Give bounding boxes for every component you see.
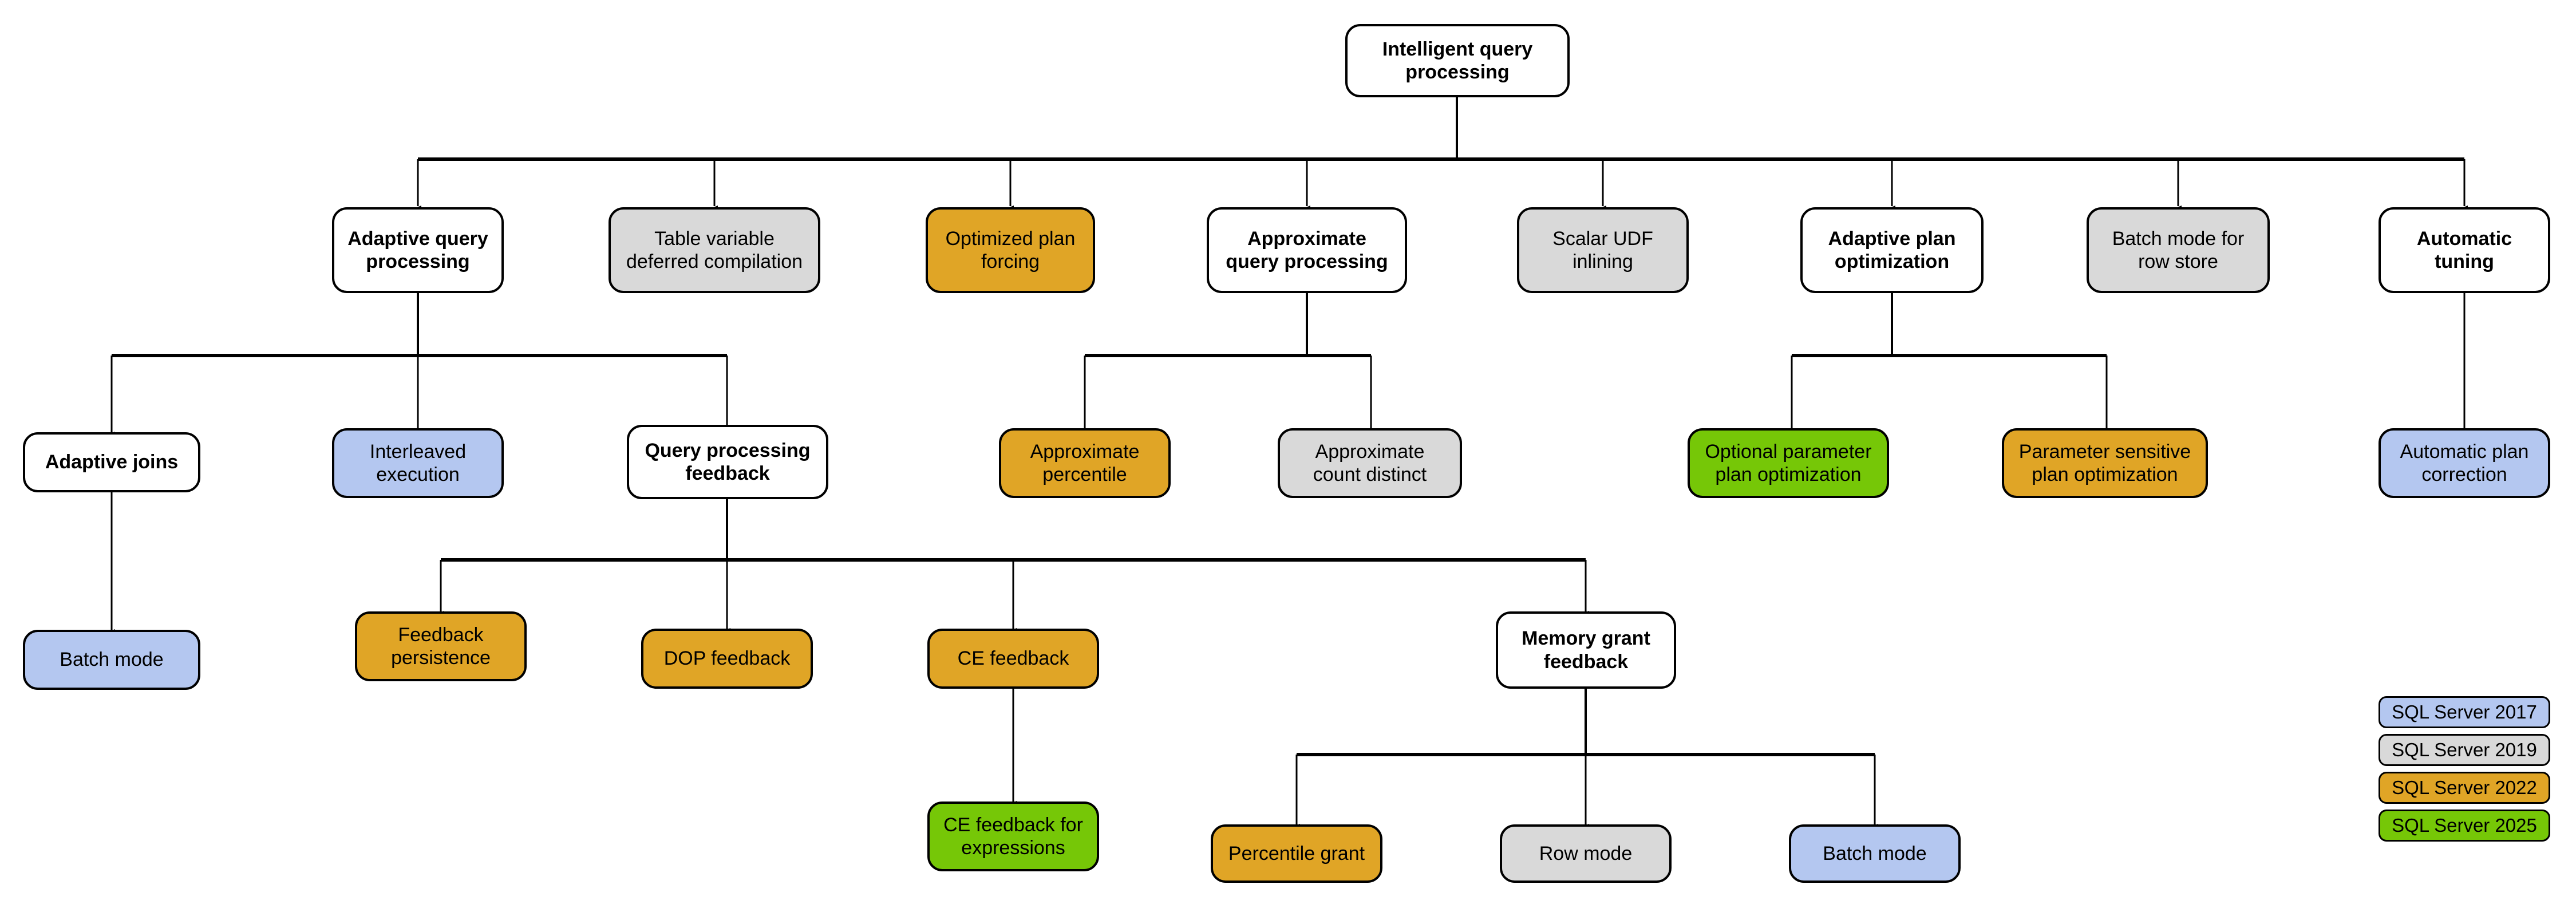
- node-label: Automatic tuning: [2416, 227, 2512, 273]
- node-adaptive-joins[interactable]: Adaptive joins: [23, 432, 200, 492]
- node-intelligent-query-processing[interactable]: Intelligent query processing: [1345, 24, 1570, 97]
- node-label: Interleaved execution: [369, 440, 467, 485]
- node-label: Automatic plan correction: [2400, 440, 2529, 485]
- node-label: Query processing feedback: [645, 439, 811, 484]
- legend-label: SQL Server 2022: [2392, 776, 2537, 798]
- node-ce-feedback-for-expressions[interactable]: CE feedback for expressions: [927, 802, 1099, 871]
- node-query-processing-feedback[interactable]: Query processing feedback: [627, 425, 828, 499]
- node-label: Batch mode: [60, 649, 164, 671]
- node-optimized-plan-forcing[interactable]: Optimized plan forcing: [926, 207, 1095, 293]
- node-batch-mode-memory-grant[interactable]: Batch mode: [1789, 824, 1961, 883]
- node-parameter-sensitive-plan-optimization[interactable]: Parameter sensitive plan optimization: [2002, 428, 2208, 498]
- node-label: Adaptive query processing: [347, 227, 488, 273]
- node-row-mode[interactable]: Row mode: [1500, 824, 1672, 883]
- node-feedback-persistence[interactable]: Feedback persistence: [355, 611, 527, 681]
- node-label: Optional parameter plan optimization: [1705, 440, 1872, 485]
- legend-label: SQL Server 2019: [2392, 739, 2537, 760]
- node-adaptive-query-processing[interactable]: Adaptive query processing: [332, 207, 504, 293]
- node-table-variable-deferred-compilation[interactable]: Table variable deferred compilation: [609, 207, 820, 293]
- legend-label: SQL Server 2025: [2392, 814, 2537, 836]
- node-label: Batch mode: [1823, 842, 1927, 864]
- node-percentile-grant[interactable]: Percentile grant: [1211, 824, 1382, 883]
- legend: SQL Server 2017 SQL Server 2019 SQL Serv…: [2379, 696, 2550, 842]
- node-automatic-tuning[interactable]: Automatic tuning: [2379, 207, 2550, 293]
- node-approximate-percentile[interactable]: Approximate percentile: [999, 428, 1171, 498]
- node-label: Row mode: [1539, 842, 1633, 864]
- node-automatic-plan-correction[interactable]: Automatic plan correction: [2379, 428, 2550, 498]
- node-label: Intelligent query processing: [1382, 38, 1533, 83]
- node-memory-grant-feedback[interactable]: Memory grant feedback: [1496, 611, 1676, 689]
- node-label: Adaptive joins: [45, 451, 179, 473]
- node-dop-feedback[interactable]: DOP feedback: [641, 629, 813, 689]
- legend-item-sql-server-2025: SQL Server 2025: [2379, 810, 2550, 842]
- node-label: DOP feedback: [663, 647, 791, 670]
- node-adaptive-plan-optimization[interactable]: Adaptive plan optimization: [1800, 207, 1984, 293]
- node-label: Percentile grant: [1228, 842, 1365, 864]
- legend-item-sql-server-2017: SQL Server 2017: [2379, 696, 2550, 728]
- legend-item-sql-server-2019: SQL Server 2019: [2379, 734, 2550, 766]
- node-label: Optimized plan forcing: [945, 227, 1076, 273]
- node-label: Adaptive plan optimization: [1828, 227, 1956, 273]
- node-label: Feedback persistence: [391, 623, 491, 669]
- node-label: CE feedback: [957, 647, 1069, 670]
- node-label: Parameter sensitive plan optimization: [2018, 440, 2191, 485]
- node-label: Approximate query processing: [1226, 227, 1388, 273]
- node-batch-mode[interactable]: Batch mode: [23, 630, 200, 690]
- node-label: Scalar UDF inlining: [1552, 227, 1653, 273]
- node-optional-parameter-plan-optimization[interactable]: Optional parameter plan optimization: [1688, 428, 1889, 498]
- legend-label: SQL Server 2017: [2392, 701, 2537, 722]
- node-ce-feedback[interactable]: CE feedback: [927, 629, 1099, 689]
- node-label: Table variable deferred compilation: [626, 227, 803, 273]
- node-label: Memory grant feedback: [1522, 627, 1650, 673]
- node-label: CE feedback for expressions: [943, 814, 1083, 859]
- node-label: Batch mode for row store: [2112, 227, 2245, 273]
- node-scalar-udf-inlining[interactable]: Scalar UDF inlining: [1517, 207, 1689, 293]
- node-approximate-count-distinct[interactable]: Approximate count distinct: [1278, 428, 1462, 498]
- node-label: Approximate percentile: [1030, 440, 1140, 485]
- node-batch-mode-for-row-store[interactable]: Batch mode for row store: [2087, 207, 2270, 293]
- node-approximate-query-processing[interactable]: Approximate query processing: [1207, 207, 1407, 293]
- node-interleaved-execution[interactable]: Interleaved execution: [332, 428, 504, 498]
- legend-item-sql-server-2022: SQL Server 2022: [2379, 772, 2550, 804]
- node-label: Approximate count distinct: [1313, 440, 1427, 485]
